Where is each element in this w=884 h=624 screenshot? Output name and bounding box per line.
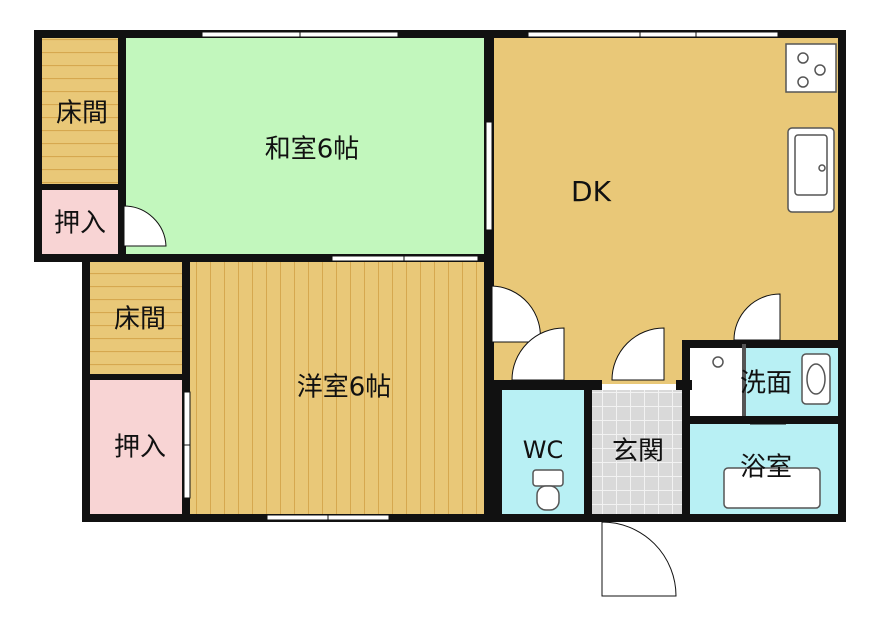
oshiire-top-room	[40, 188, 124, 256]
wash-basin-fixture	[712, 353, 831, 405]
label-washitsu: 和室6帖	[265, 135, 360, 165]
bathtub-fixture	[723, 467, 821, 509]
label-wc: WC	[523, 436, 564, 464]
label-oshiire-bottom: 押入	[114, 433, 166, 463]
washitsu-room	[124, 36, 490, 260]
label-youshitsu: 洋室6帖	[297, 373, 392, 403]
stove-burner-3	[797, 76, 809, 88]
walls	[34, 30, 846, 522]
windows	[183, 31, 779, 521]
kitchen	[785, 43, 837, 213]
tokonoma-mid-room	[88, 260, 188, 378]
label-dk: DK	[571, 175, 612, 208]
label-oshiire-top: 押入	[54, 209, 106, 239]
genkan-room	[592, 390, 682, 516]
toilet-fixture	[532, 469, 564, 511]
label-senmen: 洗面	[740, 369, 792, 399]
youshitsu-room	[188, 260, 490, 516]
label-tokonoma-mid: 床間	[114, 305, 166, 335]
label-genkan: 玄関	[612, 437, 664, 467]
senmen-corner	[690, 344, 742, 418]
doors	[123, 205, 786, 597]
label-tokonoma-top: 床間	[56, 99, 108, 129]
tokonoma-top-room	[40, 36, 124, 188]
dk-room	[490, 36, 840, 384]
stove-burner-2	[814, 64, 826, 76]
oshiire-bottom-room	[88, 378, 188, 516]
label-yokushitsu: 浴室	[740, 453, 792, 483]
stove-burner-1	[797, 52, 809, 64]
